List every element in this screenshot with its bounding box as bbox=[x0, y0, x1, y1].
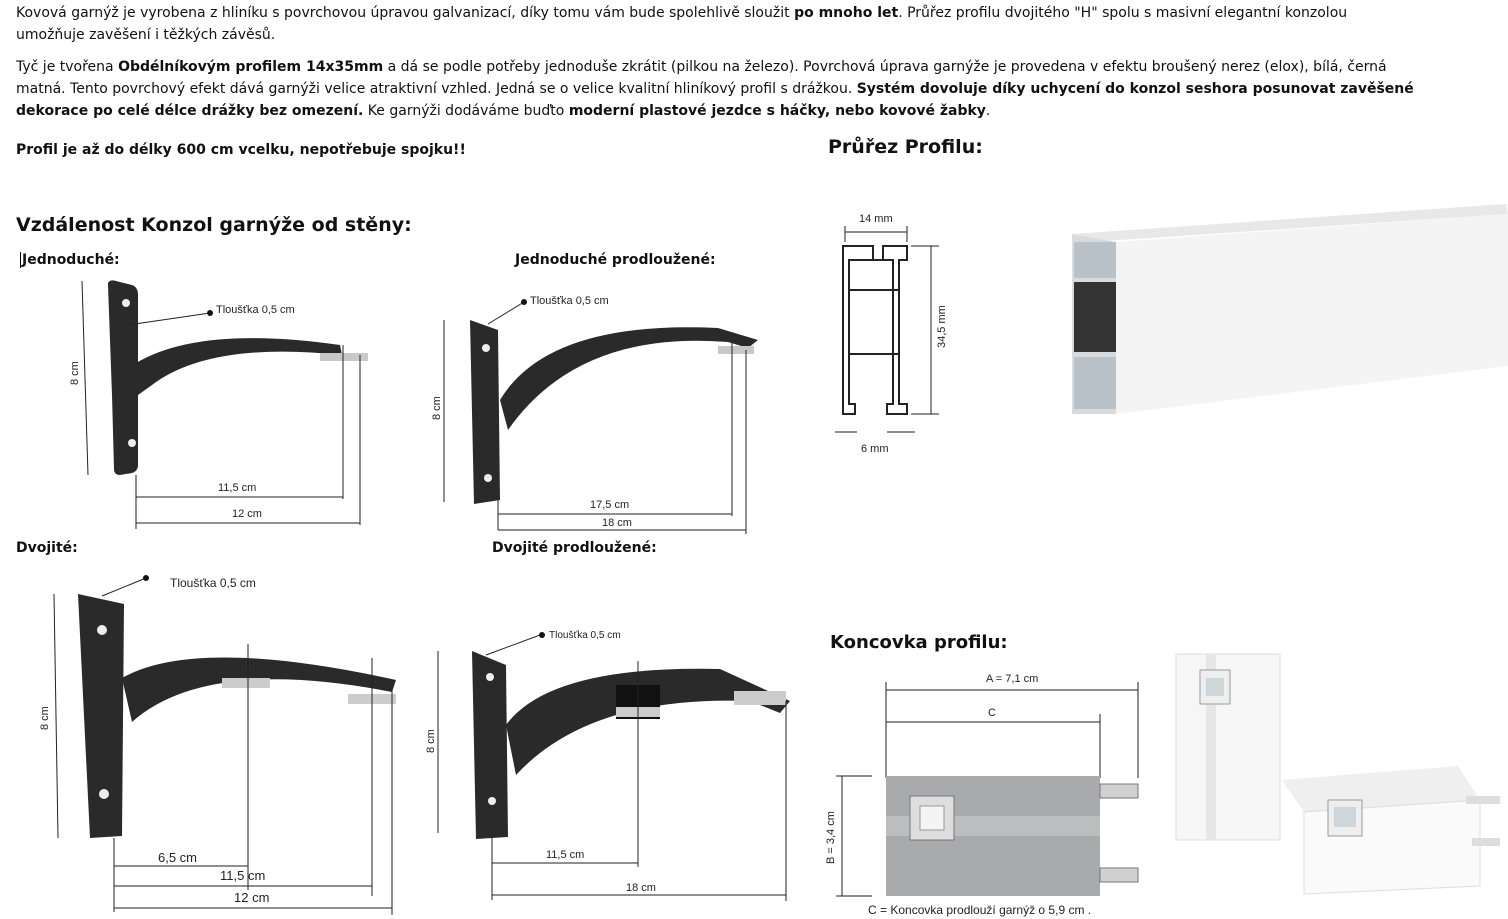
svg-text:17,5 cm: 17,5 cm bbox=[590, 499, 629, 511]
single-bracket-diagram: Tloušťka 0,5 cm 8 cm 11,5 cm 12 cm bbox=[69, 280, 368, 529]
svg-text:12 cm: 12 cm bbox=[232, 508, 262, 520]
single-ext-bracket-title: Jednoduché prodloužené: bbox=[515, 252, 716, 268]
svg-text:8 cm: 8 cm bbox=[69, 361, 81, 385]
svg-text:C = Koncovka prodlouží garnýž: C = Koncovka prodlouží garnýž o 5,9 cm . bbox=[868, 903, 1091, 917]
single-ext-bracket-diagram: Tloušťka 0,5 cm 8 cm 17,5 cm 18 cm bbox=[431, 295, 758, 534]
svg-text:C: C bbox=[988, 707, 996, 719]
svg-text:8 cm: 8 cm bbox=[39, 706, 51, 730]
profile-cross-section-diagram: 14 mm 34,5 mm 6 mm bbox=[835, 213, 948, 455]
double-bracket-title: Dvojité: bbox=[16, 540, 78, 556]
single-bracket-title: Jednoduché: bbox=[20, 252, 120, 268]
svg-text:12 cm: 12 cm bbox=[234, 890, 269, 905]
endcap-heading: Koncovka profilu: bbox=[830, 632, 1008, 653]
brackets-heading: Vzdálenost Konzol garnýže od stěny: bbox=[16, 214, 412, 236]
double-ext-bracket-diagram: Tloušťka 0,5 cm 8 cm 11,5 cm 18 cm bbox=[425, 630, 790, 901]
svg-text:A = 7,1 cm: A = 7,1 cm bbox=[986, 673, 1038, 685]
svg-text:14 mm: 14 mm bbox=[859, 213, 893, 225]
svg-text:Tloušťka 0,5 cm: Tloušťka 0,5 cm bbox=[530, 295, 609, 307]
svg-text:18 cm: 18 cm bbox=[602, 517, 632, 529]
double-ext-bracket-title: Dvojité prodloužené: bbox=[492, 540, 657, 556]
svg-text:8 cm: 8 cm bbox=[425, 729, 437, 753]
endcap-diagram: A = 7,1 cm C B = 3,4 cm C = Koncovka pro… bbox=[825, 673, 1139, 917]
svg-text:11,5 cm: 11,5 cm bbox=[546, 849, 584, 861]
intro-paragraph-1: Kovová garnýž je vyrobena z hliníku s po… bbox=[16, 5, 1348, 43]
svg-text:11,5 cm: 11,5 cm bbox=[218, 482, 256, 494]
svg-text:Tloušťka 0,5 cm: Tloušťka 0,5 cm bbox=[170, 576, 256, 590]
profile-rail-image bbox=[1072, 204, 1508, 414]
svg-text:Tloušťka 0,5 cm: Tloušťka 0,5 cm bbox=[216, 304, 295, 316]
svg-text:34,5 mm: 34,5 mm bbox=[936, 305, 948, 348]
intro-paragraph-3: Profil je až do délky 600 cm vcelku, nep… bbox=[16, 142, 466, 158]
intro-paragraph-2: Tyč je tvořena Obdélníkovým profilem 14x… bbox=[16, 59, 1414, 119]
svg-text:11,5 cm: 11,5 cm bbox=[220, 868, 265, 883]
svg-text:B = 3,4 cm: B = 3,4 cm bbox=[825, 811, 837, 864]
svg-text:6 mm: 6 mm bbox=[861, 443, 889, 455]
profile-heading: Průřez Profilu: bbox=[828, 136, 983, 158]
svg-text:18 cm: 18 cm bbox=[626, 882, 656, 894]
double-bracket-diagram: Tloušťka 0,5 cm 8 cm 6,5 cm 11,5 cm 12 c… bbox=[39, 575, 396, 915]
svg-text:8 cm: 8 cm bbox=[431, 396, 443, 420]
svg-text:Tloušťka 0,5 cm: Tloušťka 0,5 cm bbox=[549, 630, 621, 641]
svg-text:6,5 cm: 6,5 cm bbox=[158, 850, 197, 865]
endcap-white-image bbox=[1175, 653, 1500, 895]
